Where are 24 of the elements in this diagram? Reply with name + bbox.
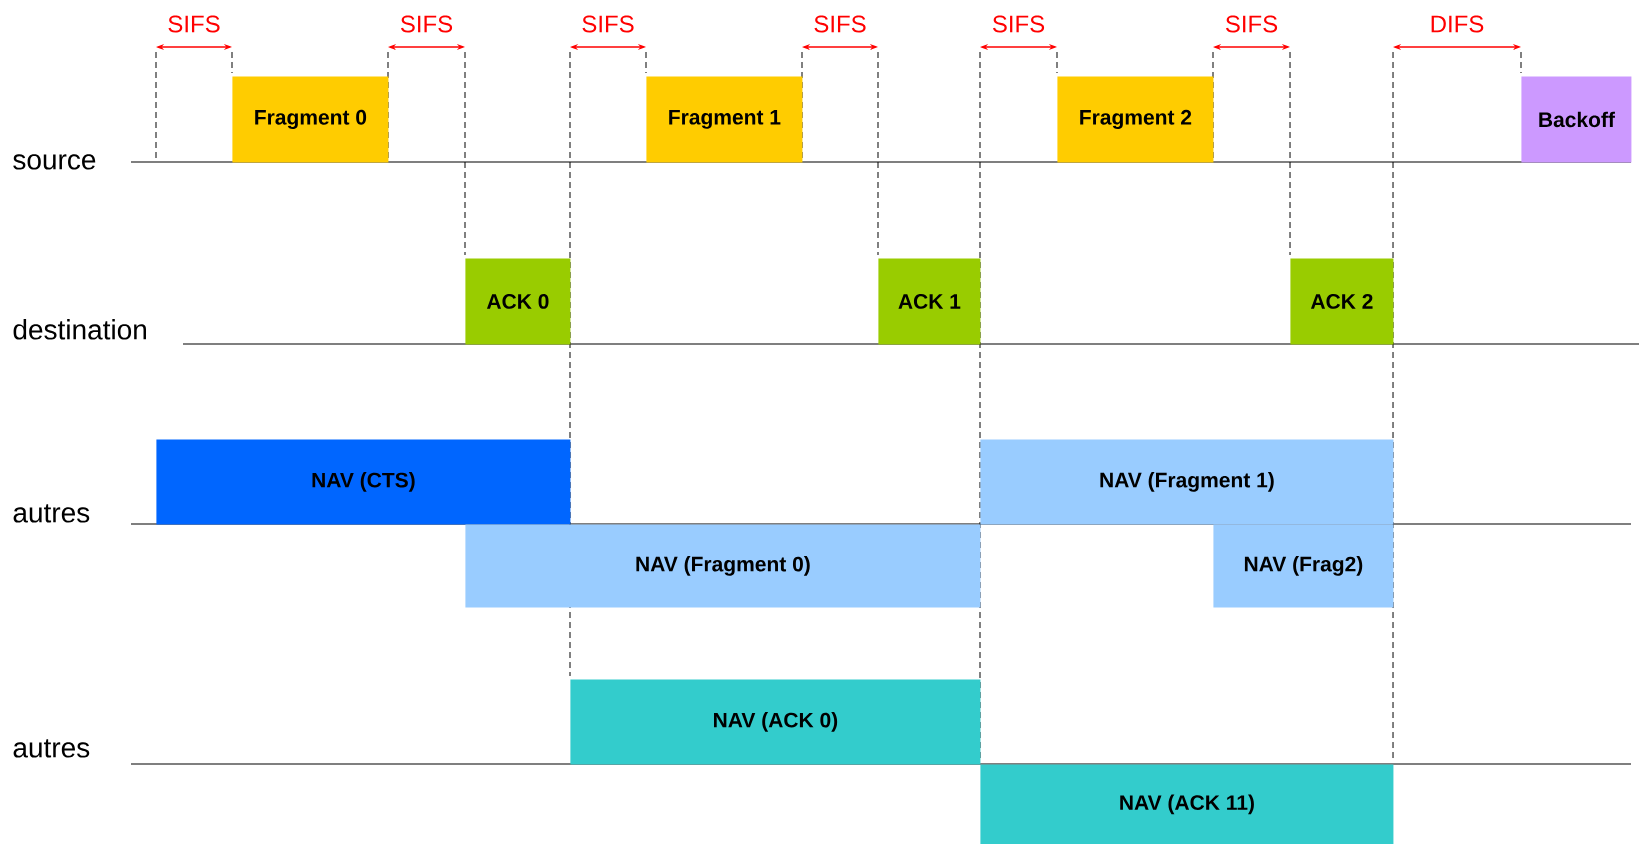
frame-box: NAV (Frag2) — [1213, 524, 1394, 608]
frame-box: Fragment 2 — [1057, 76, 1214, 163]
row-label: autres — [13, 739, 90, 758]
interval-label: SIFS — [582, 15, 634, 33]
frame-box: ACK 1 — [878, 258, 981, 345]
frame-box: ACK 2 — [1290, 258, 1394, 345]
row-label: destination — [13, 319, 146, 340]
row-label: autres — [13, 504, 90, 523]
row-label: source — [13, 154, 96, 170]
frame-box: NAV (ACK 0) — [570, 679, 981, 765]
frame-box: Fragment 1 — [646, 76, 803, 163]
interval-label: SIFS — [168, 15, 220, 33]
node-label: NAV (Frag2) — [1244, 556, 1363, 576]
frame-box: Fragment 0 — [232, 76, 389, 163]
interval-label: SIFS — [1225, 15, 1278, 33]
interval-label: SIFS — [992, 15, 1045, 33]
interval-label: SIFS — [814, 15, 866, 33]
frame-box: NAV (CTS) — [156, 439, 571, 525]
interval-label: DIFS — [1431, 15, 1484, 33]
frame-box: NAV (Fragment 0) — [465, 524, 981, 608]
frame-box: NAV (ACK 11) — [980, 764, 1394, 844]
frame-box: Backoff — [1521, 76, 1632, 163]
interval-label: SIFS — [400, 15, 453, 33]
frame-box: ACK 0 — [465, 258, 571, 345]
